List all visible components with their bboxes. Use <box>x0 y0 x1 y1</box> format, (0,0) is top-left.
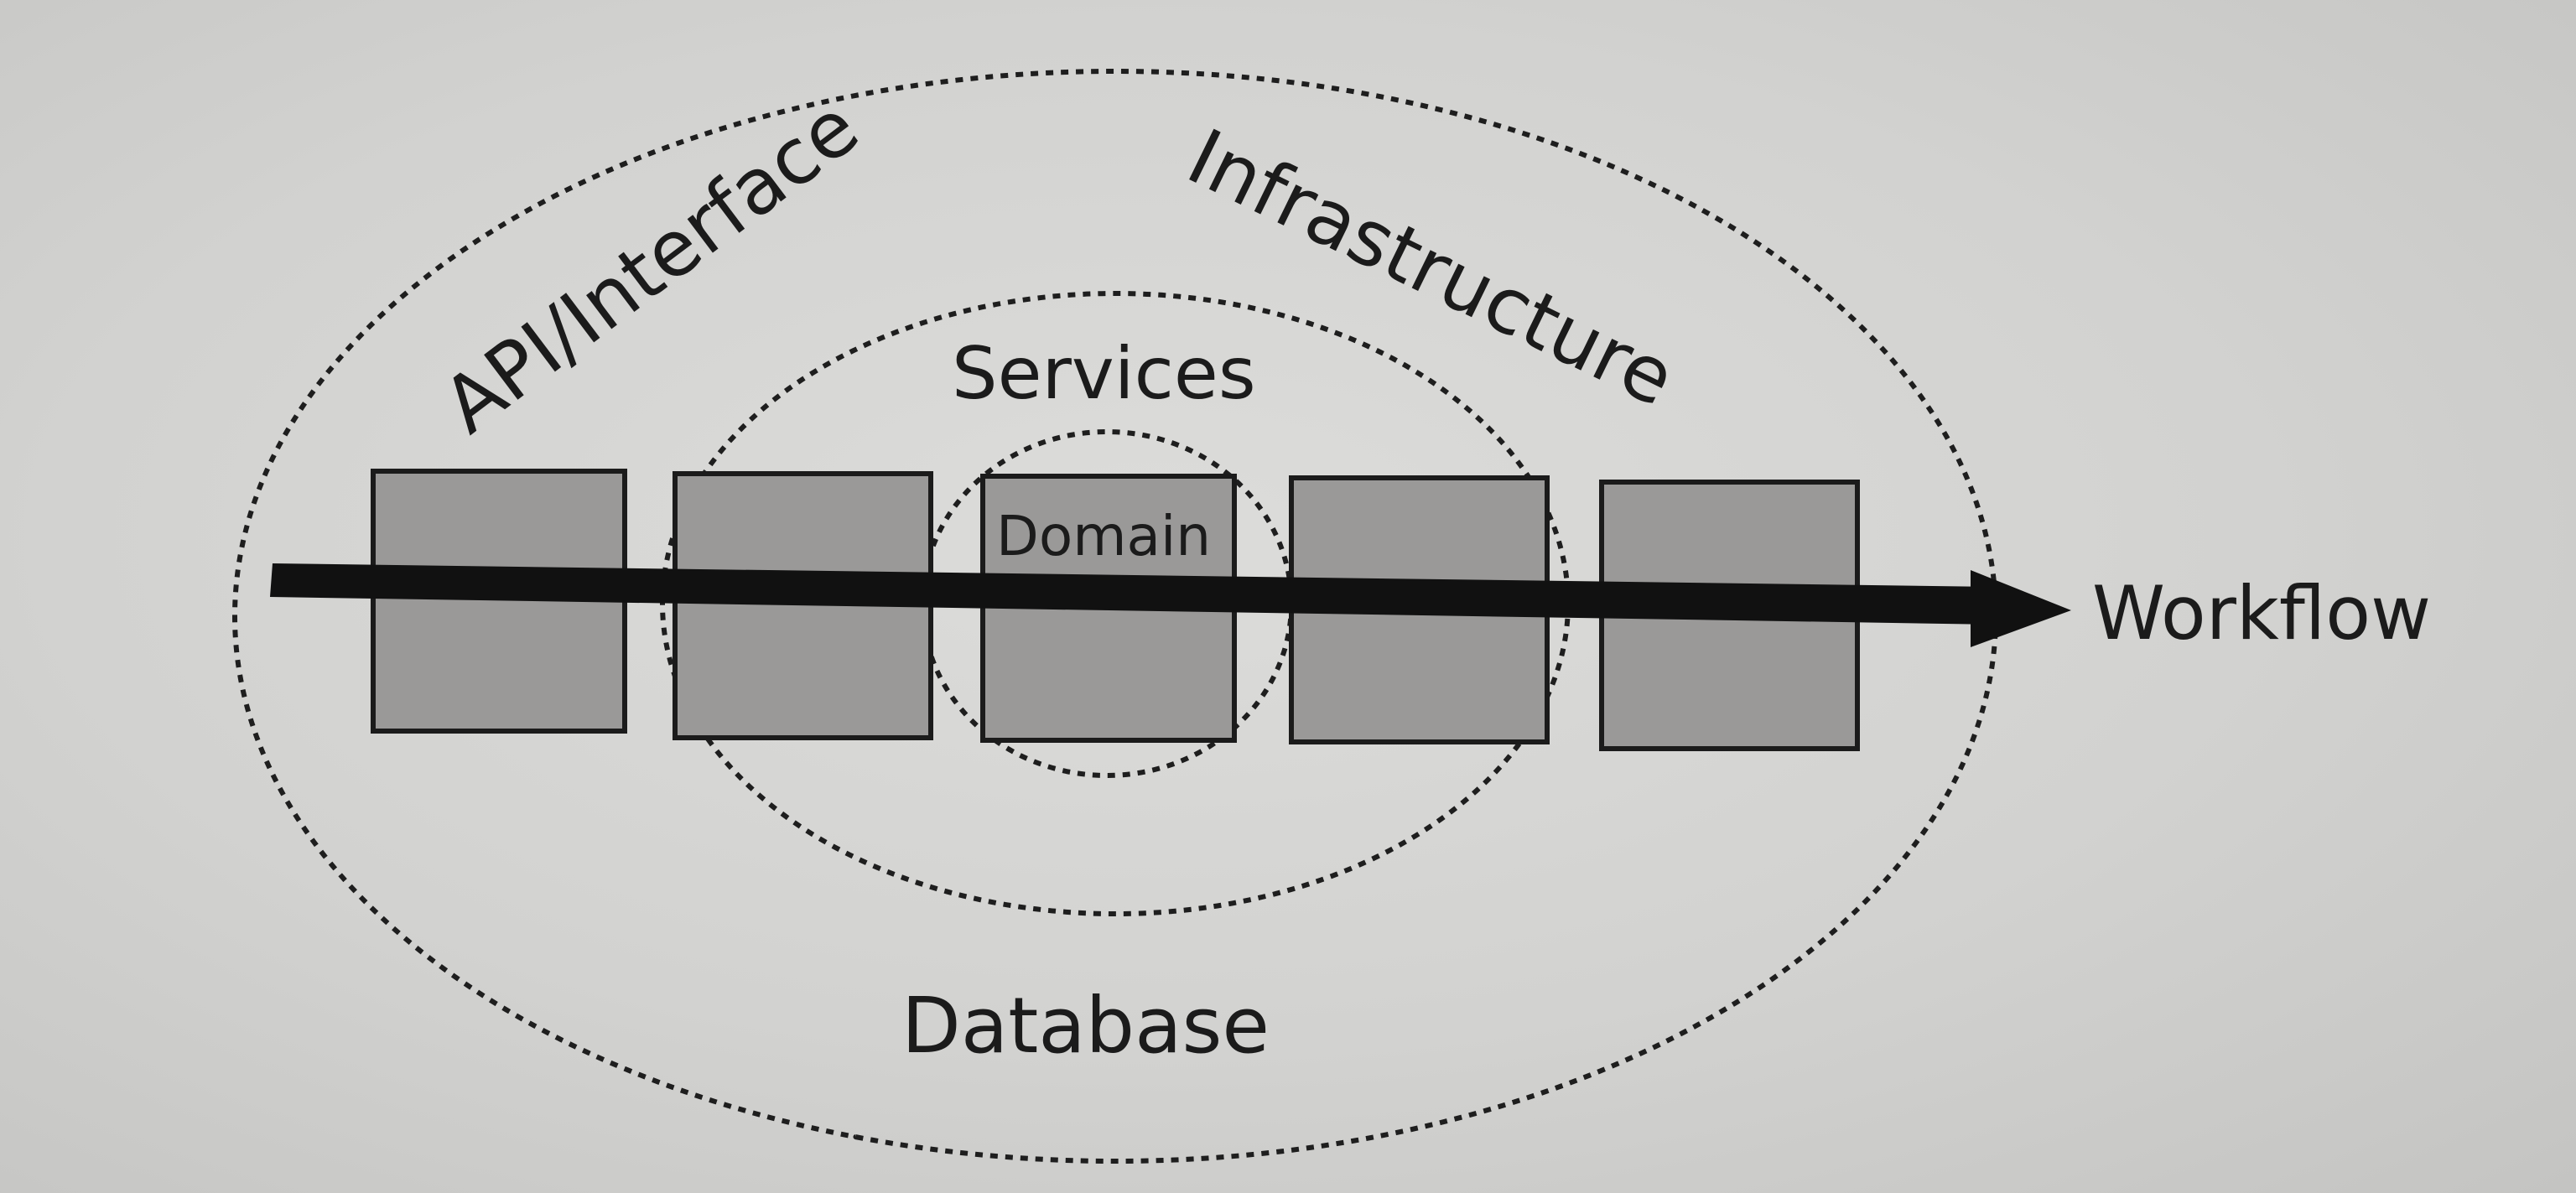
workflow-arrow <box>270 563 2071 647</box>
api-interface-label: API/Interface <box>427 82 875 451</box>
workflow-arrow-shaft <box>270 563 1997 625</box>
workflow-arrow-head <box>1971 570 2071 647</box>
services-label: Services <box>952 332 1256 416</box>
domain-label: Domain <box>996 504 1211 568</box>
database-label: Database <box>901 981 1270 1071</box>
workflow-label: Workflow <box>2092 570 2431 656</box>
